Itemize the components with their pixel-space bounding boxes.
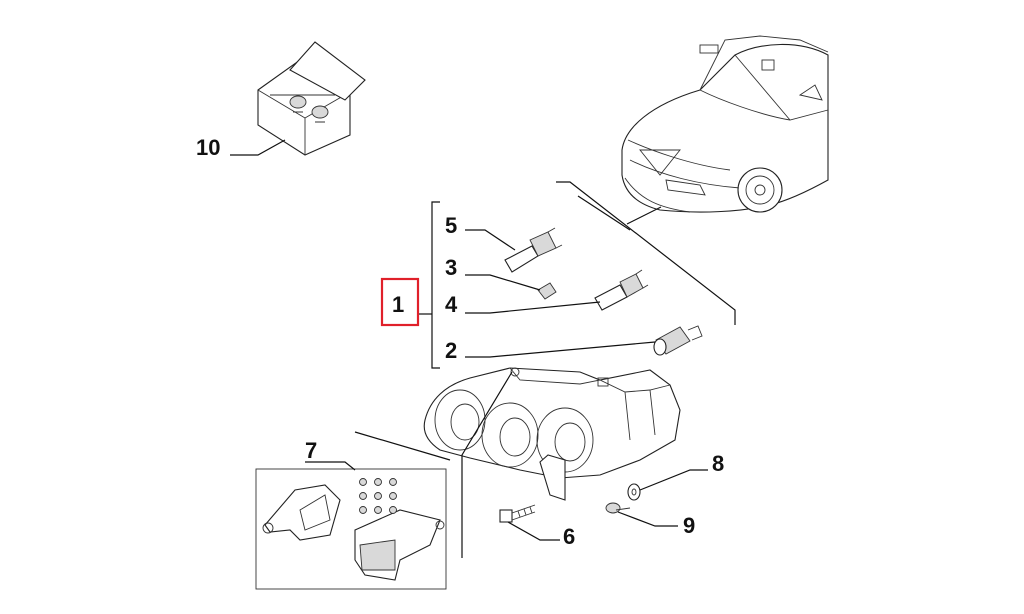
bracket-kit-box xyxy=(255,468,447,590)
leader-2 xyxy=(465,341,656,358)
callout-4: 4 xyxy=(445,292,458,317)
group-bracket xyxy=(431,201,440,369)
callout-5: 5 xyxy=(445,213,457,238)
leader-car-down xyxy=(577,195,631,231)
washer-8 xyxy=(627,483,641,501)
screw-9 xyxy=(605,502,631,514)
callout-3: 3 xyxy=(445,255,457,280)
leader-9 xyxy=(617,511,678,527)
car-illustration xyxy=(621,35,829,213)
leader-car-left xyxy=(626,206,662,225)
callout-8: 8 xyxy=(712,451,724,476)
callout-6: 6 xyxy=(563,524,575,549)
bulb-4 xyxy=(594,269,649,311)
headlight-assembly xyxy=(423,367,681,501)
bulb-3 xyxy=(537,282,557,300)
bulb-5 xyxy=(504,227,563,273)
callout-9: 9 xyxy=(683,513,695,538)
callout-1: 1 xyxy=(392,292,404,317)
leader-car-bracket xyxy=(556,181,736,325)
bulb-2 xyxy=(653,325,703,356)
leader-8 xyxy=(639,469,708,491)
bolt-6 xyxy=(499,504,536,523)
leader-3 xyxy=(465,274,541,291)
leader-5 xyxy=(465,229,516,251)
leader-7 xyxy=(305,461,356,471)
callout-10: 10 xyxy=(196,135,220,160)
leader-6 xyxy=(507,521,560,541)
callout-1-highlight xyxy=(380,277,420,327)
bulb-kit-box xyxy=(257,41,366,156)
leader-4 xyxy=(465,301,601,314)
callout-2: 2 xyxy=(445,338,457,363)
leader-headlight-from-bracket xyxy=(461,371,513,558)
leader-10 xyxy=(230,139,286,156)
leader-headlight-to-group xyxy=(354,431,451,461)
callout-7: 7 xyxy=(305,438,317,463)
